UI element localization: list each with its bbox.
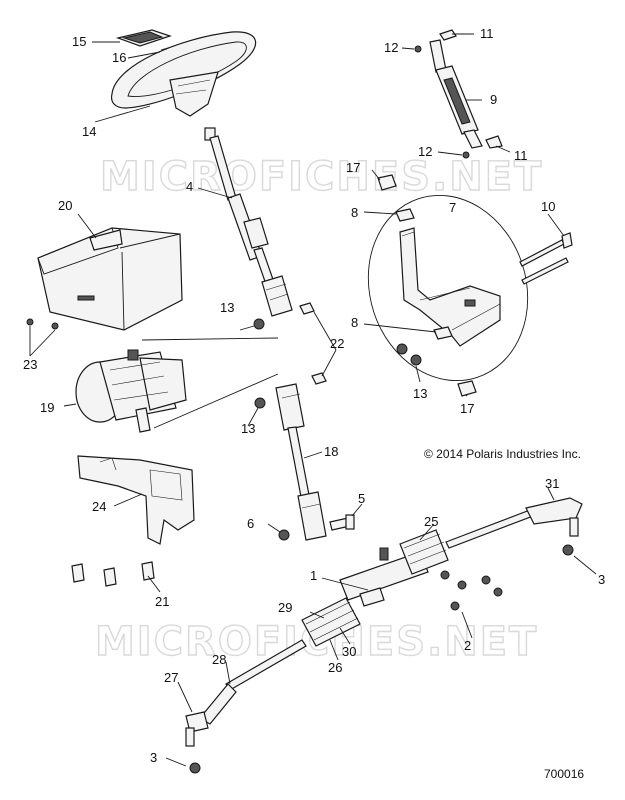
bracket-bolts [71,561,155,587]
strut-nut-bottom [462,151,470,159]
pivot-bolts [519,232,573,285]
diagram-number: 700016 [544,767,584,781]
eps-motor [75,349,187,433]
pinch-nut [278,529,290,541]
callout-2: 2 [464,638,471,653]
copyright-text: © 2014 Polaris Industries Inc. [424,447,581,461]
callout-25: 25 [424,514,438,529]
tie-rod-end-right [525,497,583,537]
callout-11-bottom: 11 [514,148,528,163]
callout-31: 31 [545,476,559,491]
callout-5: 5 [358,491,365,506]
callout-12-top: 12 [384,40,398,55]
steering-shaft [204,127,293,317]
intermediate-shaft [275,383,327,541]
gas-strut [429,39,483,149]
callout-10: 10 [541,199,555,214]
strut-nut-top [414,45,422,53]
callout-28: 28 [212,652,226,667]
strut-screw-bottom [485,135,503,149]
callout-13-bracket: 13 [413,386,427,401]
pinch-bolt [329,514,355,531]
callout-20: 20 [58,198,72,213]
callout-3-left: 3 [150,750,157,765]
rack-nuts [440,570,503,611]
tie-rod-nut-right [562,544,574,556]
callout-19: 19 [40,400,54,415]
callout-13-mid: 13 [241,421,255,436]
callout-23: 23 [23,357,37,372]
callout-8-bottom: 8 [351,315,358,330]
watermark-top: MICROFICHES.NET [100,154,543,200]
steering-wheel-cap [115,29,172,47]
callout-14: 14 [82,124,96,139]
bushing-bottom [457,380,477,397]
leader-lines [29,33,597,767]
callout-3-right: 3 [598,572,605,587]
bushing-top [377,174,397,191]
callout-6: 6 [247,516,254,531]
callout-9: 9 [490,92,497,107]
callout-1: 1 [310,568,317,583]
cover-screws [26,318,59,330]
shaft-nut-top [253,318,265,330]
callout-24: 24 [92,499,106,514]
callout-8-top: 8 [351,205,358,220]
eps-cover [37,227,183,331]
callout-17-top: 17 [346,160,360,175]
tie-rod-nut-left [189,762,201,774]
callout-16: 16 [112,50,126,65]
callout-21: 21 [155,594,169,609]
steering-wheel [110,31,257,117]
callout-12-bottom: 12 [418,144,432,159]
callout-11-top: 11 [480,26,494,41]
callout-15: 15 [72,34,86,49]
eps-mount-bracket [77,455,195,545]
bracket-nut-b [410,354,422,366]
callout-4: 4 [186,179,193,194]
shaft-nut-mid [254,397,266,409]
callout-22: 22 [330,336,344,351]
callout-13-shaft: 13 [220,300,234,315]
callout-7: 7 [449,200,456,215]
column-bolts [299,302,327,385]
callout-29: 29 [278,600,292,615]
callout-30: 30 [342,644,356,659]
callout-27: 27 [164,670,178,685]
tilt-bracket [367,194,529,382]
bracket-nut-a [396,343,408,355]
tie-rod-left [185,639,307,747]
callout-17-bottom: 17 [460,401,474,416]
callout-26: 26 [328,660,342,675]
strut-screw-top [439,29,457,41]
callout-18: 18 [324,444,338,459]
